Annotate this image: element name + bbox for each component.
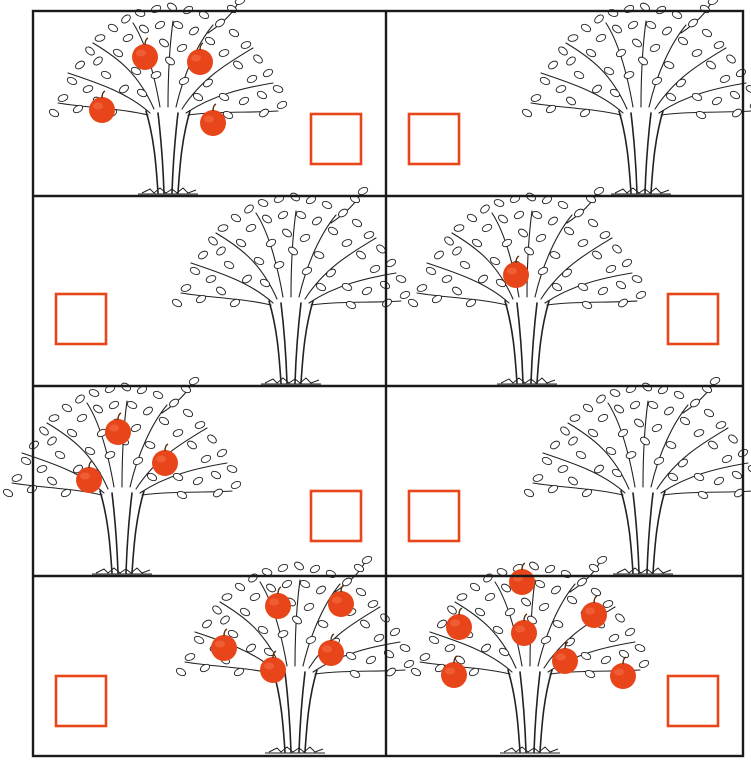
panel-r3c1: [2, 376, 361, 574]
apple-tree-icon: [523, 376, 751, 574]
panel-r1c1: [48, 0, 361, 194]
answer-box[interactable]: [56, 294, 106, 344]
apple-icon: [89, 91, 115, 123]
answer-box[interactable]: [668, 676, 718, 726]
panel-r4c1: [56, 555, 415, 753]
apple-icon: [187, 43, 213, 75]
panel-r1c2: [409, 0, 751, 194]
answer-box[interactable]: [668, 294, 718, 344]
answer-box[interactable]: [311, 491, 361, 541]
apple-icon: [610, 657, 636, 689]
panel-r2c2: [407, 186, 718, 384]
answer-box[interactable]: [311, 114, 361, 164]
apple-icon: [260, 651, 286, 683]
apple-icon: [105, 413, 131, 445]
panel-r2c1: [56, 186, 411, 384]
apple-icon: [581, 596, 607, 628]
panel-r3c2: [409, 376, 751, 574]
answer-box[interactable]: [56, 676, 106, 726]
apple-tree-icon: [48, 0, 288, 194]
apple-icon: [132, 38, 158, 70]
apple-tree-icon: [171, 186, 411, 384]
apple-icon: [328, 585, 354, 617]
panel-r4c2: [410, 555, 718, 753]
apple-tree-icon: [521, 0, 751, 194]
apple-icon: [265, 587, 291, 619]
apple-icon: [318, 634, 344, 666]
apple-tree-icon: [407, 186, 647, 384]
apple-icon: [552, 642, 578, 674]
answer-box[interactable]: [409, 491, 459, 541]
apple-tree-icon: [175, 555, 415, 753]
apple-tree-icon: [2, 376, 242, 574]
apple-icon: [503, 256, 529, 288]
apple-icon: [200, 104, 226, 136]
answer-box[interactable]: [409, 114, 459, 164]
